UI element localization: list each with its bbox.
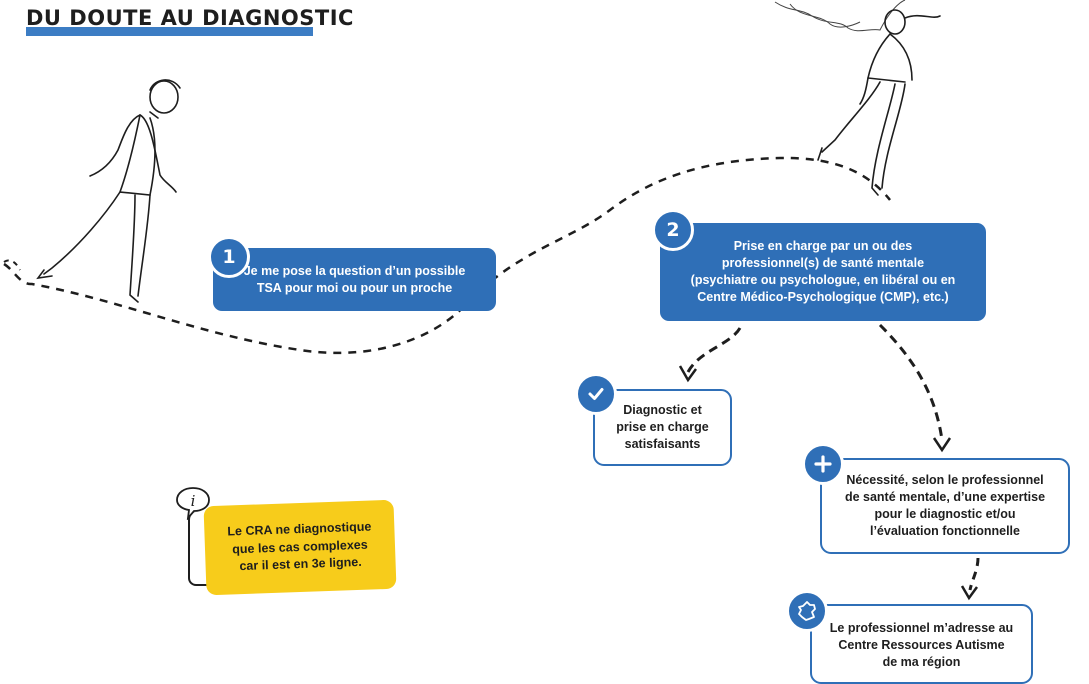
outcome-expertise-box: Nécessité, selon le professionnel de san… xyxy=(820,458,1070,554)
check-icon xyxy=(575,373,617,415)
info-icon: i xyxy=(176,487,210,520)
outcome-expertise-text: Nécessité, selon le professionnel de san… xyxy=(844,473,1046,538)
walking-woman-illustration xyxy=(817,9,941,196)
cra-note: Le CRA ne diagnostique que les cas compl… xyxy=(203,499,397,596)
step-1-text: Je me pose la question d’un possible TSA… xyxy=(243,263,466,295)
info-icon-letter: i xyxy=(191,492,196,510)
step-2-number: 2 xyxy=(666,219,680,241)
step-2-badge: 2 xyxy=(652,209,694,251)
arrow-to-satisfied xyxy=(686,327,742,373)
walking-man-illustration xyxy=(36,79,181,303)
outcome-cra-text: Le professionnel m’adresse au Centre Res… xyxy=(829,621,1014,669)
outcome-cra-box: Le professionnel m’adresse au Centre Res… xyxy=(810,604,1033,684)
step-1-badge: 1 xyxy=(208,236,250,278)
outcome-satisfied-box: Diagnostic et prise en charge satisfaisa… xyxy=(593,389,732,466)
step-1-box: Je me pose la question d’un possible TSA… xyxy=(213,248,496,311)
outcome-satisfied-text: Diagnostic et prise en charge satisfaisa… xyxy=(616,403,709,451)
arrow-to-expertise xyxy=(878,323,944,441)
step-2-text: Prise en charge par un ou des profession… xyxy=(690,239,956,304)
france-map-icon xyxy=(786,590,828,632)
cra-note-text: Le CRA ne diagnostique que les cas compl… xyxy=(227,519,372,574)
arrow-to-cra xyxy=(968,557,980,591)
thought-cloud xyxy=(774,0,906,32)
dashed-path-start xyxy=(3,259,21,271)
page-title: DU DOUTE AU DIAGNOSTIC xyxy=(26,6,354,30)
step-2-box: Prise en charge par un ou des profession… xyxy=(660,223,986,321)
step-1-number: 1 xyxy=(222,246,236,268)
plus-icon xyxy=(802,443,844,485)
